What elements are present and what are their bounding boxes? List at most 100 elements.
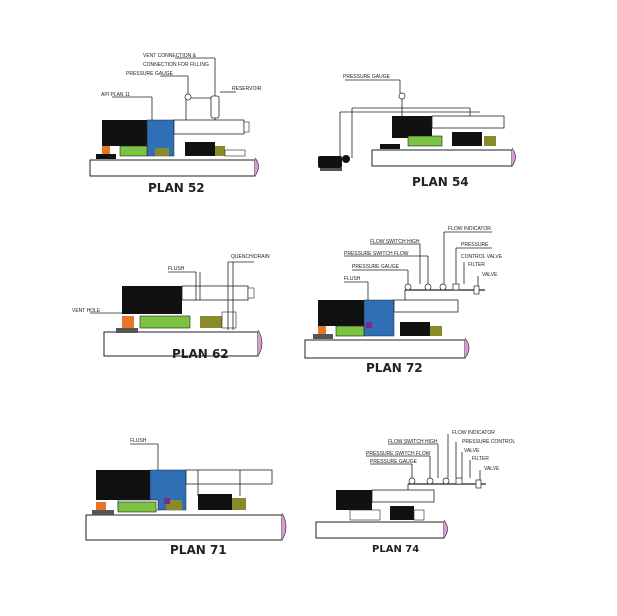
pressure-label: PRESSURE xyxy=(461,242,489,248)
shaft xyxy=(85,514,283,541)
purple-ring xyxy=(366,322,372,328)
plan-title: PLAN 54 xyxy=(412,175,469,189)
orange-ring xyxy=(102,146,110,154)
plan-62: FLUSH QUENCH/DRAIN VENT HOLE PLAN 62 xyxy=(72,254,270,361)
reservoir-label: RESERVOIR xyxy=(232,86,262,92)
filter-label: FILTER xyxy=(472,456,489,462)
olive-ring xyxy=(430,326,442,336)
valve-label-1: VALVE xyxy=(464,448,480,454)
green-seal xyxy=(335,325,365,337)
vent-label-2: CONNECTION FOR FILLING xyxy=(143,62,209,68)
green-seal xyxy=(139,315,191,329)
purple-ring xyxy=(164,498,170,504)
inner-seal xyxy=(390,506,414,520)
plan-74: FLOW INDICATOR FLOW SWITCH HIGH PRESSURE… xyxy=(315,430,516,555)
sleeve xyxy=(116,328,138,333)
plan-title: PLAN 71 xyxy=(170,543,227,557)
rear-ring xyxy=(224,149,246,157)
shaft-end xyxy=(511,147,516,167)
black-housing xyxy=(102,120,147,146)
pressure-switch-flow-label: PRESSURE SWITCH FLOW xyxy=(366,451,431,457)
shaft-end xyxy=(257,329,263,357)
reservoir-icon xyxy=(210,95,220,119)
shaft xyxy=(304,339,466,359)
pressure-gauge-icon xyxy=(404,283,412,291)
sleeve xyxy=(96,154,116,159)
black-housing xyxy=(96,470,150,500)
rear-ring xyxy=(413,509,425,521)
sleeve xyxy=(92,510,114,515)
shaft-end xyxy=(254,157,259,177)
plan-title: PLAN 72 xyxy=(366,361,423,375)
flush-label: FLUSH xyxy=(168,266,185,272)
pump-base xyxy=(320,168,342,171)
pressure-gauge-icon xyxy=(184,93,192,101)
plan-title: PLAN 62 xyxy=(172,347,229,361)
plan-title: PLAN 52 xyxy=(148,181,205,195)
plan-54: PRESSURE GAUGE PLAN 54 xyxy=(318,74,516,189)
switch-icon xyxy=(426,477,434,485)
pressure-switch-flow-label: PRESSURE SWITCH FLOW xyxy=(344,251,409,257)
inner-seal xyxy=(400,322,430,336)
sleeve xyxy=(380,144,400,149)
switch-icon xyxy=(424,283,432,291)
green-seal xyxy=(117,501,157,513)
shaft xyxy=(89,159,256,177)
quench-label: QUENCH/DRAIN xyxy=(231,254,270,260)
valve-icon xyxy=(473,285,480,295)
control-valve-icon xyxy=(455,477,463,485)
valve-label-2: VALVE xyxy=(484,466,500,472)
green-seal xyxy=(119,145,148,157)
control-valve-label: CONTROL VALVE xyxy=(461,254,503,260)
flush-label: FLUSH xyxy=(344,276,361,282)
flow-indicator-icon xyxy=(442,477,450,485)
gauge-label: PRESSURE GAUGE xyxy=(343,74,391,80)
shaft xyxy=(371,149,513,167)
green-seal xyxy=(407,135,443,147)
shaft xyxy=(315,521,445,539)
blue-housing xyxy=(363,299,395,337)
plan-title: PLAN 74 xyxy=(372,544,419,555)
inner-seal xyxy=(198,494,232,510)
black-housing xyxy=(318,300,364,326)
pressure-gauge-label: PRESSURE GAUGE xyxy=(370,459,418,465)
pressure-control-label: PRESSURE CONTROL xyxy=(462,439,516,445)
black-housing xyxy=(336,490,372,510)
bolt xyxy=(247,287,255,299)
vent-label: VENT CONNECTION & xyxy=(143,53,197,59)
flow-switch-high-label: FLOW SWITCH HIGH xyxy=(388,439,438,445)
olive-ring xyxy=(484,136,496,146)
pressure-gauge-icon xyxy=(398,92,406,100)
olive-ring-2 xyxy=(166,500,182,510)
black-housing xyxy=(392,116,432,138)
pressure-gauge-icon xyxy=(408,477,416,485)
black-housing xyxy=(122,286,182,314)
api-label: API PLAN 11 xyxy=(101,92,130,98)
valve-label: VALVE xyxy=(482,272,498,278)
gland-plate xyxy=(393,299,459,313)
rear-ring xyxy=(221,311,237,329)
gland-plate xyxy=(371,489,435,503)
pump-icon xyxy=(318,156,342,168)
orange-ring xyxy=(96,502,106,510)
olive-ring-2 xyxy=(155,148,169,156)
flow-switch-high-label: FLOW SWITCH HIGH xyxy=(370,239,420,245)
shaft-end xyxy=(464,337,470,359)
orange-ring xyxy=(122,316,134,328)
olive-ring xyxy=(200,316,222,328)
olive-ring xyxy=(232,498,246,510)
sleeve xyxy=(313,334,333,339)
flow-indicator-icon xyxy=(439,283,447,291)
shaft-end xyxy=(443,519,448,539)
plan-72: FLOW INDICATOR FLOW SWITCH HIGH PRESSURE… xyxy=(304,226,503,375)
orange-ring xyxy=(318,326,326,334)
filter-label: FILTER xyxy=(468,262,485,268)
shaft-end xyxy=(281,512,287,541)
pressure-gauge-label: PRESSURE GAUGE xyxy=(352,264,400,270)
white-seal xyxy=(349,509,381,521)
plan-52: VENT CONNECTION & CONNECTION FOR FILLING… xyxy=(89,53,262,195)
gland-plate xyxy=(181,285,249,301)
flush-label: FLUSH xyxy=(130,438,147,444)
gauge-label: PRESSURE GAUGE xyxy=(126,71,174,77)
